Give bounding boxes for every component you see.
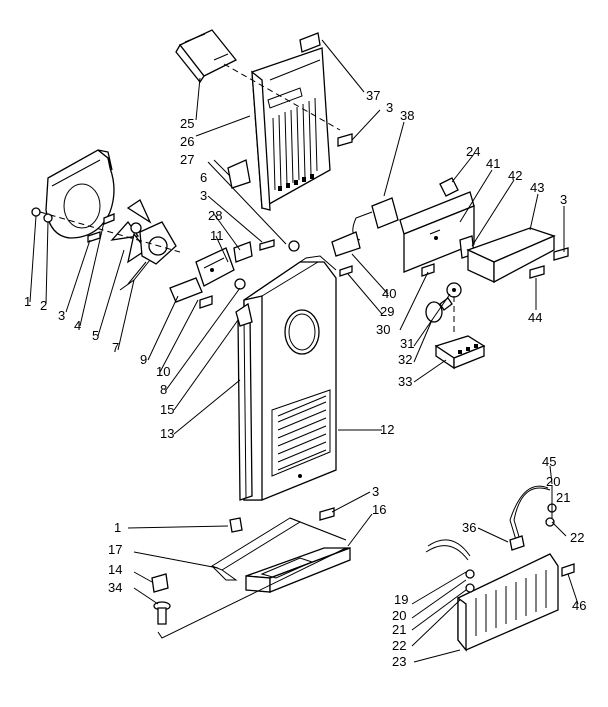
terminal-screw bbox=[339, 265, 353, 277]
part-label: 4 bbox=[74, 318, 81, 333]
drain-tube-lower-inner bbox=[427, 539, 471, 557]
part-label: 34 bbox=[108, 580, 122, 595]
part-label: 3 bbox=[560, 192, 567, 207]
nut bbox=[288, 240, 300, 252]
drain-tube-lower bbox=[425, 545, 469, 561]
tray-nut bbox=[229, 517, 243, 533]
part-label: 17 bbox=[108, 542, 122, 557]
thermostat bbox=[352, 197, 399, 241]
part-label: 25 bbox=[180, 116, 194, 131]
part-label: 26 bbox=[180, 134, 194, 149]
part-label: 22 bbox=[392, 638, 406, 653]
grille-bracket bbox=[175, 29, 238, 84]
part-label: 21 bbox=[556, 490, 570, 505]
part-label: 5 bbox=[92, 328, 99, 343]
part-label: 1 bbox=[24, 294, 31, 309]
part-label: 13 bbox=[160, 426, 174, 441]
tray-handle bbox=[210, 517, 347, 581]
part-label: 46 bbox=[572, 598, 586, 613]
part-label: 42 bbox=[508, 168, 522, 183]
part-label: 38 bbox=[400, 108, 414, 123]
drain-tube-upper-inner bbox=[509, 485, 549, 541]
part-label: 3 bbox=[372, 484, 379, 499]
fan-blade bbox=[110, 199, 152, 264]
socket-screw bbox=[421, 263, 435, 277]
hex-nut bbox=[31, 207, 41, 217]
part-label: 6 bbox=[200, 170, 207, 185]
part-label: 14 bbox=[108, 562, 122, 577]
control-bracket bbox=[399, 191, 475, 273]
vent-grille bbox=[251, 32, 331, 211]
part-label: 33 bbox=[398, 374, 412, 389]
part-label: 31 bbox=[400, 336, 414, 351]
knob-nut bbox=[234, 278, 246, 290]
part-label: 7 bbox=[112, 340, 119, 355]
foot-bolt bbox=[153, 601, 171, 625]
grid-screw bbox=[561, 563, 575, 577]
part-label: 19 bbox=[394, 592, 408, 607]
shelf-screw bbox=[553, 247, 569, 261]
part-label: 44 bbox=[528, 310, 542, 325]
part-label: 15 bbox=[160, 402, 174, 417]
part-label: 32 bbox=[398, 352, 412, 367]
part-label: 12 bbox=[380, 422, 394, 437]
part-label: 3 bbox=[386, 100, 393, 115]
part-label: 24 bbox=[466, 144, 480, 159]
leveling-foot bbox=[151, 573, 169, 593]
plate-screw bbox=[199, 295, 213, 309]
part-label: 20 bbox=[546, 474, 560, 489]
terminal-block bbox=[331, 231, 361, 257]
part-label: 45 bbox=[542, 454, 556, 469]
grille-screw bbox=[337, 133, 353, 147]
bracket-screw bbox=[259, 239, 275, 251]
heater-grid bbox=[457, 553, 559, 652]
cabinet-panel bbox=[243, 255, 337, 501]
tray-screw bbox=[319, 507, 335, 521]
part-label: 41 bbox=[486, 156, 500, 171]
mounting-plate bbox=[169, 277, 203, 303]
part-label: 20 bbox=[392, 608, 406, 623]
fitting-upper bbox=[545, 517, 555, 527]
side-trim bbox=[237, 313, 253, 501]
control-knob bbox=[439, 177, 459, 197]
blower-housing bbox=[45, 149, 115, 239]
part-label: 40 bbox=[382, 286, 396, 301]
part-label: 30 bbox=[376, 322, 390, 337]
shelf-screw-lower bbox=[529, 265, 545, 279]
clamp-lower bbox=[465, 569, 475, 579]
bracket-clip bbox=[233, 241, 253, 263]
valve bbox=[509, 535, 525, 551]
grille-clip bbox=[227, 159, 251, 189]
part-label: 22 bbox=[570, 530, 584, 545]
part-label: 37 bbox=[366, 88, 380, 103]
part-label: 23 bbox=[392, 654, 406, 669]
part-label: 27 bbox=[180, 152, 194, 167]
part-label: 21 bbox=[392, 622, 406, 637]
part-label: 16 bbox=[372, 502, 386, 517]
leader-lines bbox=[29, 39, 579, 663]
part-label: 3 bbox=[200, 188, 207, 203]
part-number-labels: 1 2 3 4 5 7 9 10 8 15 13 28 11 6 3 27 26… bbox=[24, 88, 586, 669]
part-label: 8 bbox=[160, 382, 167, 397]
part-label: 28 bbox=[208, 208, 222, 223]
part-label: 11 bbox=[210, 228, 224, 243]
lens-cover bbox=[434, 335, 486, 370]
trim-clip bbox=[235, 302, 253, 327]
drain-tube-upper bbox=[513, 487, 551, 541]
base-tray bbox=[245, 547, 351, 593]
part-label: 2 bbox=[40, 298, 47, 313]
part-label: 10 bbox=[156, 364, 170, 379]
part-label: 1 bbox=[114, 520, 121, 535]
part-label: 43 bbox=[530, 180, 544, 195]
part-label: 9 bbox=[140, 352, 147, 367]
lamp-socket bbox=[446, 282, 462, 298]
fitting-lower bbox=[465, 583, 475, 593]
switch-bracket bbox=[195, 247, 235, 287]
part-label: 29 bbox=[380, 304, 394, 319]
shelf-bracket bbox=[466, 227, 556, 284]
part-label: 36 bbox=[462, 520, 476, 535]
part-label: 3 bbox=[58, 308, 65, 323]
